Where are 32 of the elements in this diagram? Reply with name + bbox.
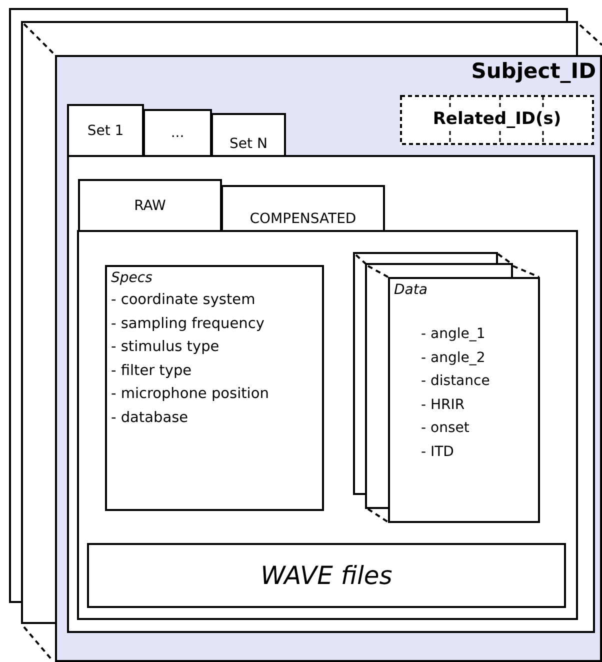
box-label: WAVE files <box>260 560 392 592</box>
list-item: - ITD <box>421 442 454 462</box>
list-item: - microphone position <box>111 385 269 404</box>
data-panel <box>77 230 578 620</box>
list-item: - angle_1 <box>421 325 486 344</box>
tab-label: ... <box>170 126 184 140</box>
related-id-box <box>400 95 594 145</box>
box-heading: Specs <box>111 269 154 287</box>
panel-title: Subject_ID <box>471 61 596 82</box>
set-tab <box>143 109 212 157</box>
set-panel <box>67 155 595 633</box>
specs-box <box>105 265 324 511</box>
set-tab <box>67 104 144 157</box>
list-item: - angle_2 <box>421 348 486 368</box>
list-item: - sampling frequency <box>111 314 264 334</box>
data-type-tab <box>78 179 222 232</box>
set-tab <box>211 113 286 157</box>
list-item: - distance <box>421 372 490 391</box>
list-item: - filter type <box>111 362 192 380</box>
tab-label: Set 1 <box>87 124 124 138</box>
tab-label: RAW <box>134 198 166 212</box>
tab-label: COMPENSATED <box>250 212 356 226</box>
box-heading: Data <box>394 281 428 299</box>
list-item: - onset <box>421 419 470 438</box>
wave-files-box <box>87 543 566 608</box>
list-item: - coordinate system <box>111 291 256 310</box>
list-item: - database <box>111 408 188 428</box>
subject-panel <box>55 55 602 662</box>
list-item: - stimulus type <box>111 338 220 357</box>
list-item: - HRIR <box>421 396 465 414</box>
tab-label: Set N <box>230 137 268 151</box>
data-type-tab <box>221 185 385 232</box>
